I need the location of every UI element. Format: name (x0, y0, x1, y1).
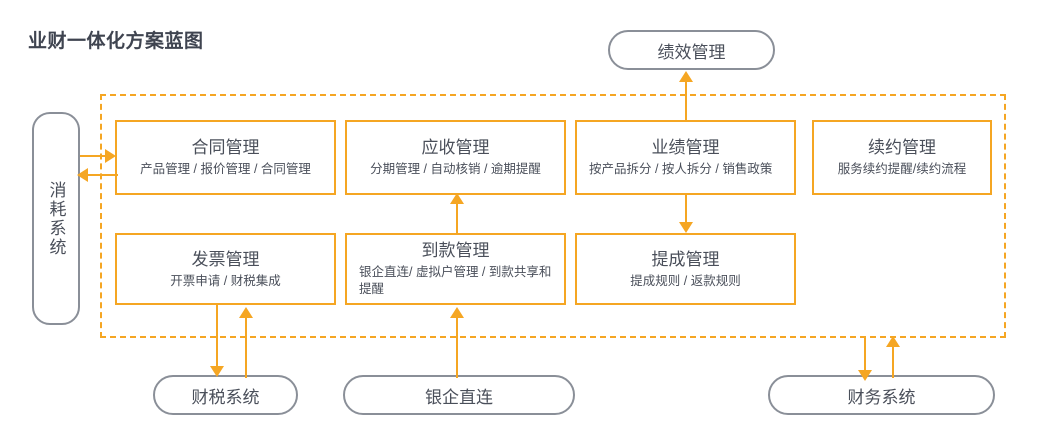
arrow-performance-to-perf-capsule (679, 71, 693, 82)
module-title: 发票管理 (191, 249, 260, 269)
module-subtitle: 产品管理 / 报价管理 / 合同管理 (140, 162, 311, 177)
connector-contract-to-consumption-line (88, 174, 118, 176)
arrow-invoice-to-tax (210, 366, 224, 377)
module-subtitle: 服务续约提醒/续约流程 (837, 162, 967, 177)
arrow-payment-to-receivable (450, 193, 464, 204)
module-title: 业绩管理 (651, 138, 720, 158)
node-finance-system[interactable]: 财务系统 (768, 375, 995, 415)
module-receivable-management[interactable]: 应收管理 分期管理 / 自动核销 / 逾期提醒 (345, 120, 566, 195)
module-title: 合同管理 (191, 138, 260, 158)
page-title: 业财一体化方案蓝图 (28, 31, 204, 52)
arrow-contract-to-consumption (77, 168, 88, 182)
module-title: 到款管理 (421, 241, 490, 261)
module-subtitle: 分期管理 / 自动核销 / 逾期提醒 (370, 162, 541, 177)
module-subtitle: 提成规则 / 返款规则 (630, 273, 741, 288)
module-subtitle: 银企直连/ 虚拟户管理 / 到款共享和提醒 (359, 265, 552, 296)
module-title: 续约管理 (868, 138, 936, 158)
module-subtitle: 开票申请 / 财税集成 (170, 273, 281, 288)
module-payment-management[interactable]: 到款管理 银企直连/ 虚拟户管理 / 到款共享和提醒 (345, 233, 566, 305)
connector-invoice-to-tax-line (216, 305, 218, 370)
module-subtitle: 按产品拆分 / 按人拆分 / 销售政策 (589, 162, 773, 177)
node-consumption-system[interactable]: 消耗系统 (32, 112, 80, 325)
module-invoice-management[interactable]: 发票管理 开票申请 / 财税集成 (115, 233, 336, 305)
arrow-bank-to-payment (450, 307, 464, 318)
arrow-finance-to-zone (886, 336, 900, 347)
connector-performance-to-perf-capsule-line (685, 80, 687, 120)
module-performance-management[interactable]: 业绩管理 按产品拆分 / 按人拆分 / 销售政策 (575, 120, 796, 195)
node-performance-management[interactable]: 绩效管理 (608, 30, 775, 70)
connector-performance-to-commission-line (685, 195, 687, 223)
module-contract-management[interactable]: 合同管理 产品管理 / 报价管理 / 合同管理 (115, 120, 336, 195)
arrow-performance-to-commission (679, 222, 693, 233)
connector-tax-to-invoice-line (245, 316, 247, 378)
connector-finance-to-zone-line (892, 345, 894, 378)
module-title: 应收管理 (421, 138, 490, 158)
connector-consumption-to-contract-line (80, 155, 108, 157)
arrow-tax-to-invoice (239, 307, 253, 318)
module-title: 提成管理 (651, 249, 720, 269)
arrow-zone-to-finance (858, 370, 872, 381)
connector-bank-to-payment-line (456, 316, 458, 378)
node-bank-enterprise-direct[interactable]: 银企直连 (343, 375, 575, 415)
connector-zone-to-finance-line (864, 338, 866, 374)
connector-payment-to-receivable-line (456, 200, 458, 233)
node-tax-system[interactable]: 财税系统 (153, 375, 298, 415)
arrow-consumption-to-contract (105, 149, 116, 163)
module-commission-management[interactable]: 提成管理 提成规则 / 返款规则 (575, 233, 796, 305)
integrated-platform-boundary (100, 94, 1006, 338)
module-renewal-management[interactable]: 续约管理 服务续约提醒/续约流程 (812, 120, 992, 195)
